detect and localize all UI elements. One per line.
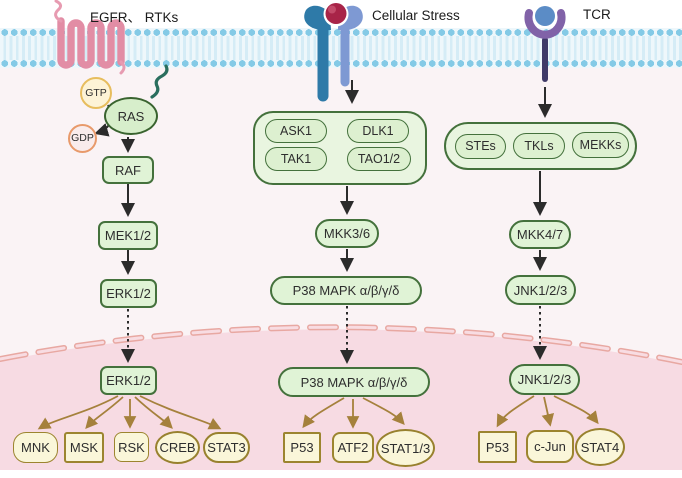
raf-node: RAF (102, 156, 154, 184)
p38-mapk-nuclear-node: P38 MAPK α/β/γ/δ (278, 367, 430, 397)
ras-node: RAS (104, 97, 158, 135)
stat4-node: STAT4 (575, 428, 625, 466)
stat13-node: STAT1/3 (376, 429, 435, 467)
tkls-node: TKLs (513, 133, 565, 159)
stat3-node: STAT3 (203, 432, 250, 463)
mnk-node: MNK (13, 432, 58, 463)
p53-middle-node: P53 (283, 432, 321, 463)
mkk36-node: MKK3/6 (315, 219, 379, 248)
rsk-node: RSK (114, 432, 149, 462)
mkk47-node: MKK4/7 (509, 220, 571, 249)
dlk1-node: DLK1 (347, 119, 409, 143)
p53-right-node: P53 (478, 431, 517, 463)
ask1-node: ASK1 (265, 119, 327, 143)
erk12-cytoplasm-node: ERK1/2 (100, 279, 157, 308)
jnk123-nuclear-node: JNK1/2/3 (509, 364, 580, 395)
gtp-node: GTP (80, 77, 112, 109)
tak1-node: TAK1 (265, 147, 327, 171)
msk-node: MSK (64, 432, 104, 463)
nuclear-membrane-dash-inner (0, 325, 682, 364)
tcr-label: TCR (583, 7, 611, 22)
egfr-rtks-label: EGFR、 RTKs (90, 10, 179, 25)
gdp-node: GDP (68, 124, 97, 153)
atf2-node: ATF2 (332, 432, 374, 463)
erk12-nuclear-node: ERK1/2 (100, 366, 157, 395)
creb-node: CREB (155, 431, 200, 464)
stes-node: STEs (455, 134, 506, 159)
cellular-stress-label: Cellular Stress (372, 8, 460, 23)
tao12-node: TAO1/2 (347, 147, 411, 171)
cjun-node: c-Jun (526, 430, 574, 463)
p38-mapk-cytoplasm-node: P38 MAPK α/β/γ/δ (270, 276, 422, 305)
mek12-node: MEK1/2 (98, 221, 158, 250)
mekks-node: MEKKs (572, 132, 629, 158)
jnk123-cytoplasm-node: JNK1/2/3 (505, 275, 576, 305)
